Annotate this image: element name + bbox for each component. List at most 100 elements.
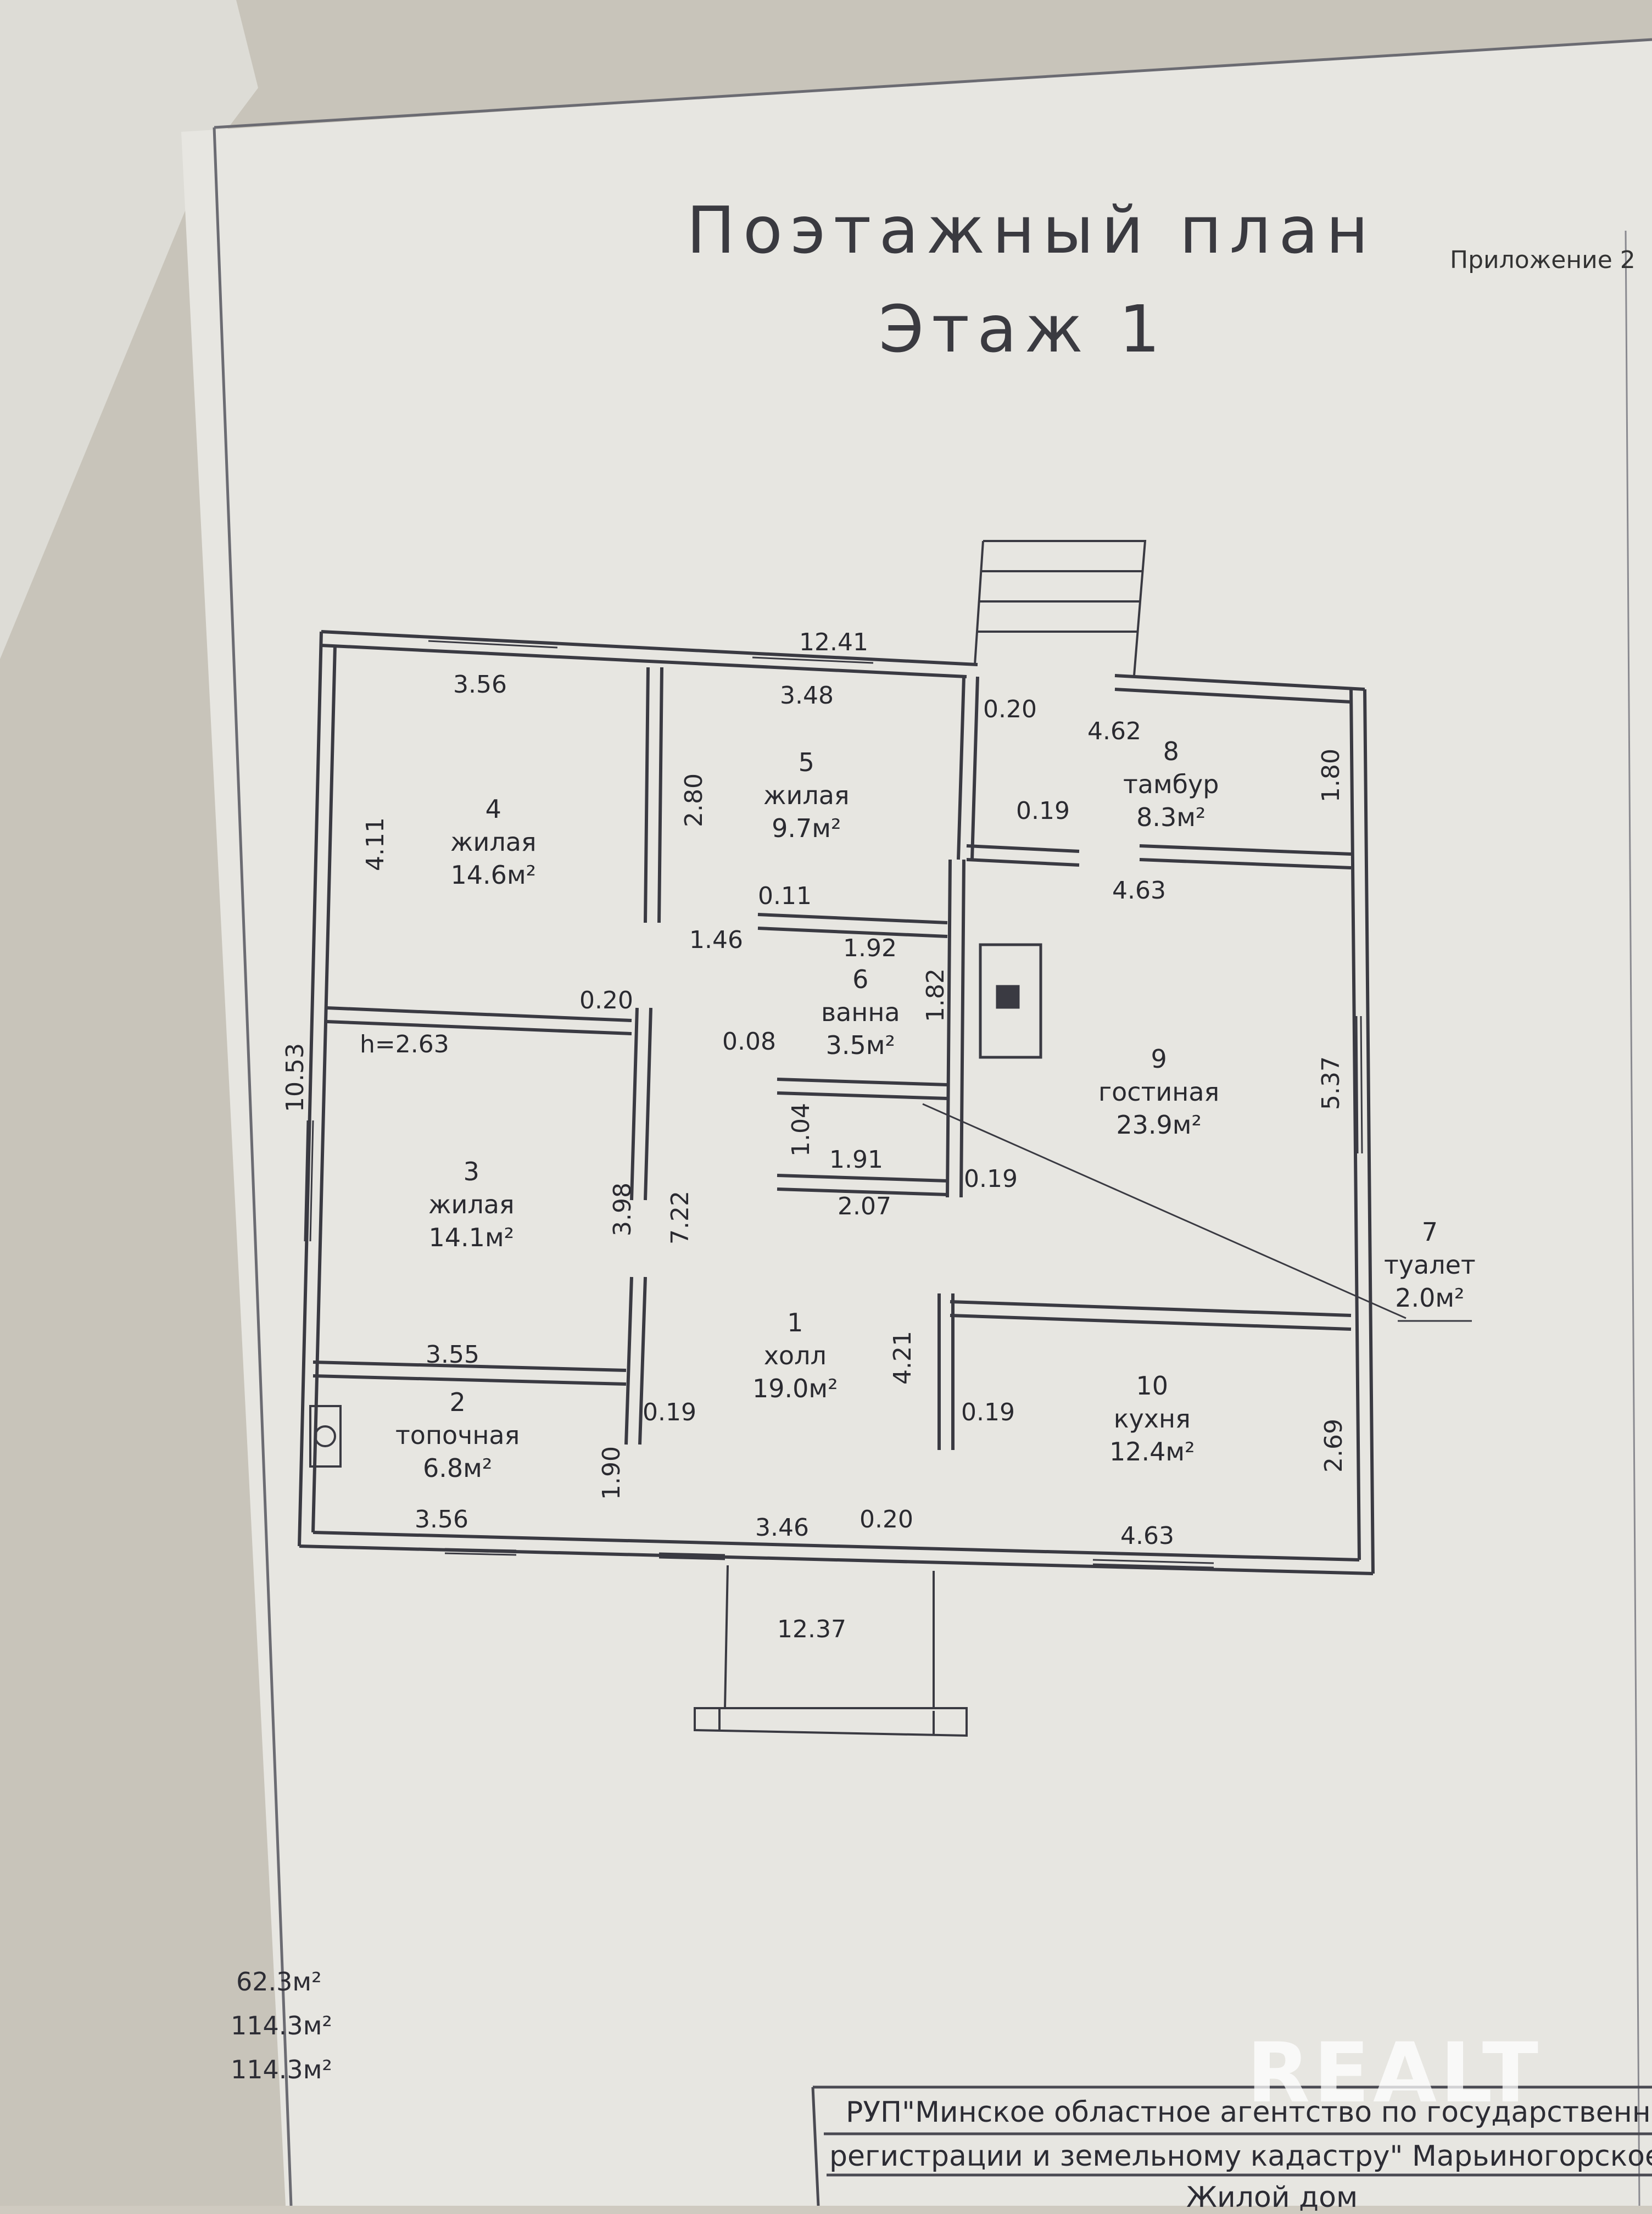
outer-wall-left — [298, 631, 337, 1547]
room-name: кухня — [1113, 1404, 1191, 1434]
dim-room3-height: 3.98 — [608, 1183, 637, 1236]
room-area: 9.7м² — [772, 813, 841, 843]
dim-wall-020-top: 0.20 — [983, 695, 1037, 723]
dim-room6-height: 1.82 — [921, 968, 950, 1022]
dim-room9-height: 5.37 — [1316, 1056, 1345, 1110]
dim-hall-height: 7.22 — [666, 1191, 694, 1245]
dim-wall-008: 0.08 — [722, 1028, 776, 1056]
wall-bath-9 — [946, 859, 965, 1198]
dim-kitchen-left: 4.21 — [888, 1331, 917, 1385]
dim-wall-011: 0.11 — [758, 882, 812, 910]
room-name: ванна — [821, 997, 900, 1027]
room-name: холл — [763, 1341, 827, 1370]
dim-hall-width: 3.46 — [755, 1514, 809, 1542]
room-number: 5 — [798, 748, 814, 777]
room-area: 3.5м² — [825, 1030, 895, 1060]
room-3: 3 жилая 14.1м² — [428, 1159, 515, 1250]
wall-2-hall — [624, 1276, 647, 1445]
wall-8-9 — [966, 844, 1352, 869]
room-name: туалет — [1384, 1250, 1476, 1280]
floor-title: Этаж 1 — [879, 291, 1168, 367]
total-living-area: 62.3м² — [236, 1967, 322, 1996]
dim-wall-020-mid: 0.20 — [579, 986, 633, 1014]
outer-wall-right — [1349, 689, 1375, 1574]
room-6: 6 ванна 3.5м² — [821, 967, 900, 1058]
window-left — [304, 1120, 314, 1242]
room-name: топочная — [395, 1420, 520, 1450]
boiler — [309, 1405, 342, 1468]
appendix-label: Приложение 2 — [1450, 246, 1636, 274]
dim-room9-width-top: 4.63 — [1112, 877, 1166, 905]
stamp-line-3: Жилой дом — [1186, 2181, 1358, 2214]
wall-bath-toilet — [777, 1078, 948, 1100]
dim-wall-019-c: 0.19 — [643, 1398, 696, 1426]
dim-kitchen-width: 4.63 — [1120, 1522, 1174, 1550]
window-bottom-1 — [444, 1548, 517, 1556]
vestibule-top — [1114, 674, 1365, 704]
wall-hall-bath-top — [757, 913, 948, 938]
dim-ceiling-height: h=2.63 — [360, 1030, 449, 1058]
wall-4-5 — [644, 667, 663, 923]
dim-room2-width-bottom: 3.56 — [415, 1505, 468, 1533]
wall-5-8 — [957, 676, 979, 860]
floor-plan — [298, 540, 1472, 1737]
dim-bottom-total: 12.37 — [777, 1615, 846, 1643]
wall-toilet-bottom — [777, 1174, 948, 1196]
frame-line-left — [213, 127, 293, 2206]
stove — [979, 943, 1042, 1059]
room-area: 6.8м² — [422, 1453, 493, 1483]
window-bottom-3 — [1092, 1559, 1214, 1569]
stamp-line-1: РУП"Минское областное агентство по госуд… — [846, 2096, 1652, 2129]
dim-room8-width: 4.62 — [1087, 717, 1141, 745]
dim-room5-width: 3.48 — [780, 682, 834, 710]
wall-hall-kitchen — [937, 1293, 955, 1450]
dim-room2-height: 1.90 — [597, 1446, 626, 1500]
room-name: жилая — [450, 827, 537, 857]
dim-room5-height: 2.80 — [679, 773, 708, 827]
room-number: 9 — [1151, 1044, 1167, 1074]
dim-room2-width-top: 3.55 — [426, 1341, 479, 1369]
room-area: 14.1м² — [428, 1223, 515, 1252]
room-9: 9 гостиная 23.9м² — [1098, 1046, 1219, 1137]
total-area-2: 114.3м² — [231, 2055, 332, 2084]
room-area: 2.0м² — [1395, 1283, 1465, 1313]
room-8: 8 тамбур 8.3м² — [1123, 739, 1219, 830]
window-bottom-2 — [658, 1552, 725, 1560]
room-10: 10 кухня 12.4м² — [1109, 1373, 1195, 1464]
dim-wall-020-bottom: 0.20 — [860, 1505, 913, 1533]
wall-4-3 — [326, 1006, 632, 1035]
room-1: 1 холл 19.0м² — [752, 1310, 838, 1401]
room-number: 8 — [1163, 737, 1179, 766]
dim-wall-019-d: 0.19 — [961, 1398, 1015, 1426]
porch-top — [974, 540, 1147, 676]
leader-line — [922, 1103, 1407, 1319]
outer-wall-bottom — [299, 1531, 1374, 1575]
room-4: 4 жилая 14.6м² — [450, 796, 537, 888]
dim-146: 1.46 — [689, 926, 743, 954]
dim-room4-height: 4.11 — [361, 817, 389, 871]
room-2: 2 топочная 6.8м² — [395, 1390, 520, 1481]
dim-room8-height: 1.80 — [1316, 749, 1345, 802]
title-block — [811, 2085, 1652, 2206]
room-7: 7 туалет 2.0м² — [1384, 1219, 1476, 1310]
room-area: 14.6м² — [450, 860, 537, 890]
stamp-line-2: регистрации и земельному кадастру" Марьи… — [829, 2140, 1652, 2173]
room-number: 1 — [787, 1308, 803, 1337]
dim-room6-width: 1.92 — [843, 934, 897, 962]
room-area: 8.3м² — [1136, 802, 1206, 832]
dim-wall-019-a: 0.19 — [1016, 797, 1070, 825]
room-number: 4 — [485, 794, 501, 824]
total-area: 114.3м² — [231, 2011, 332, 2040]
room-name: гостиная — [1098, 1077, 1220, 1107]
room-number: 6 — [852, 964, 869, 994]
room-area: 12.4м² — [1109, 1437, 1195, 1466]
frame-line-right — [1625, 230, 1640, 2206]
main-sheet — [181, 38, 1652, 2206]
window-right — [1355, 1016, 1363, 1154]
wall-3-hall — [630, 1007, 652, 1201]
window-top-1 — [428, 636, 558, 649]
dim-room4-width: 3.56 — [453, 671, 507, 699]
dim-top-total: 12.41 — [799, 628, 868, 656]
wall-3-2 — [312, 1360, 627, 1386]
dim-207: 2.07 — [838, 1192, 891, 1220]
